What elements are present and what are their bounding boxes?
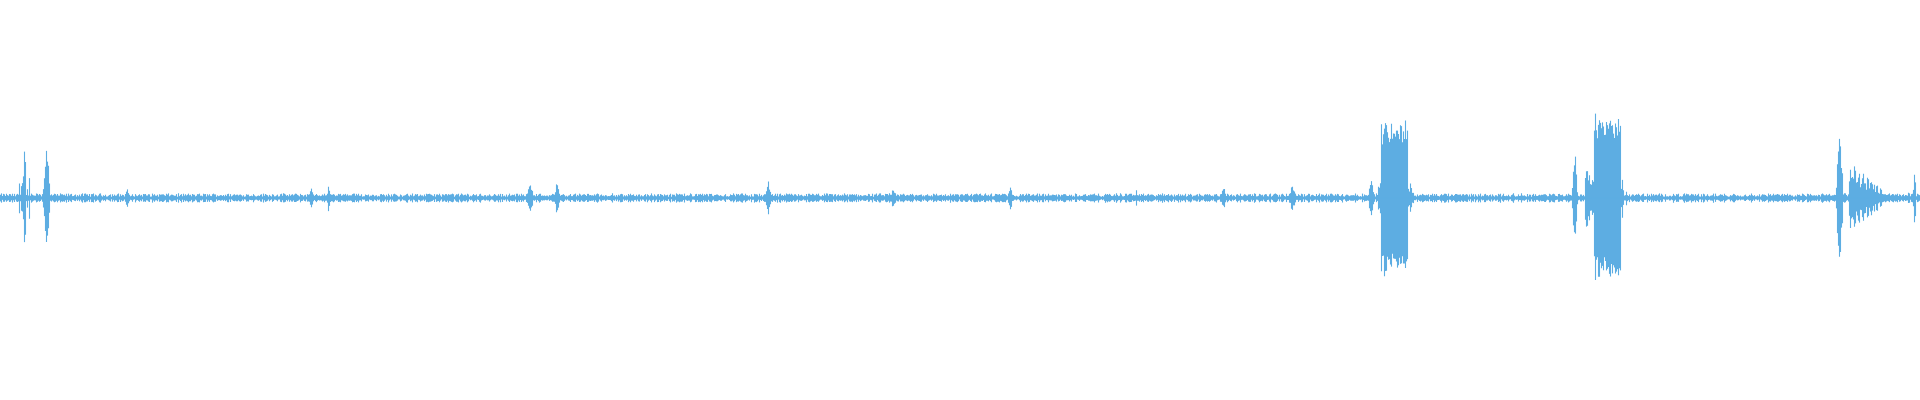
waveform-samples bbox=[0, 113, 1920, 280]
waveform-path bbox=[0, 113, 1920, 280]
